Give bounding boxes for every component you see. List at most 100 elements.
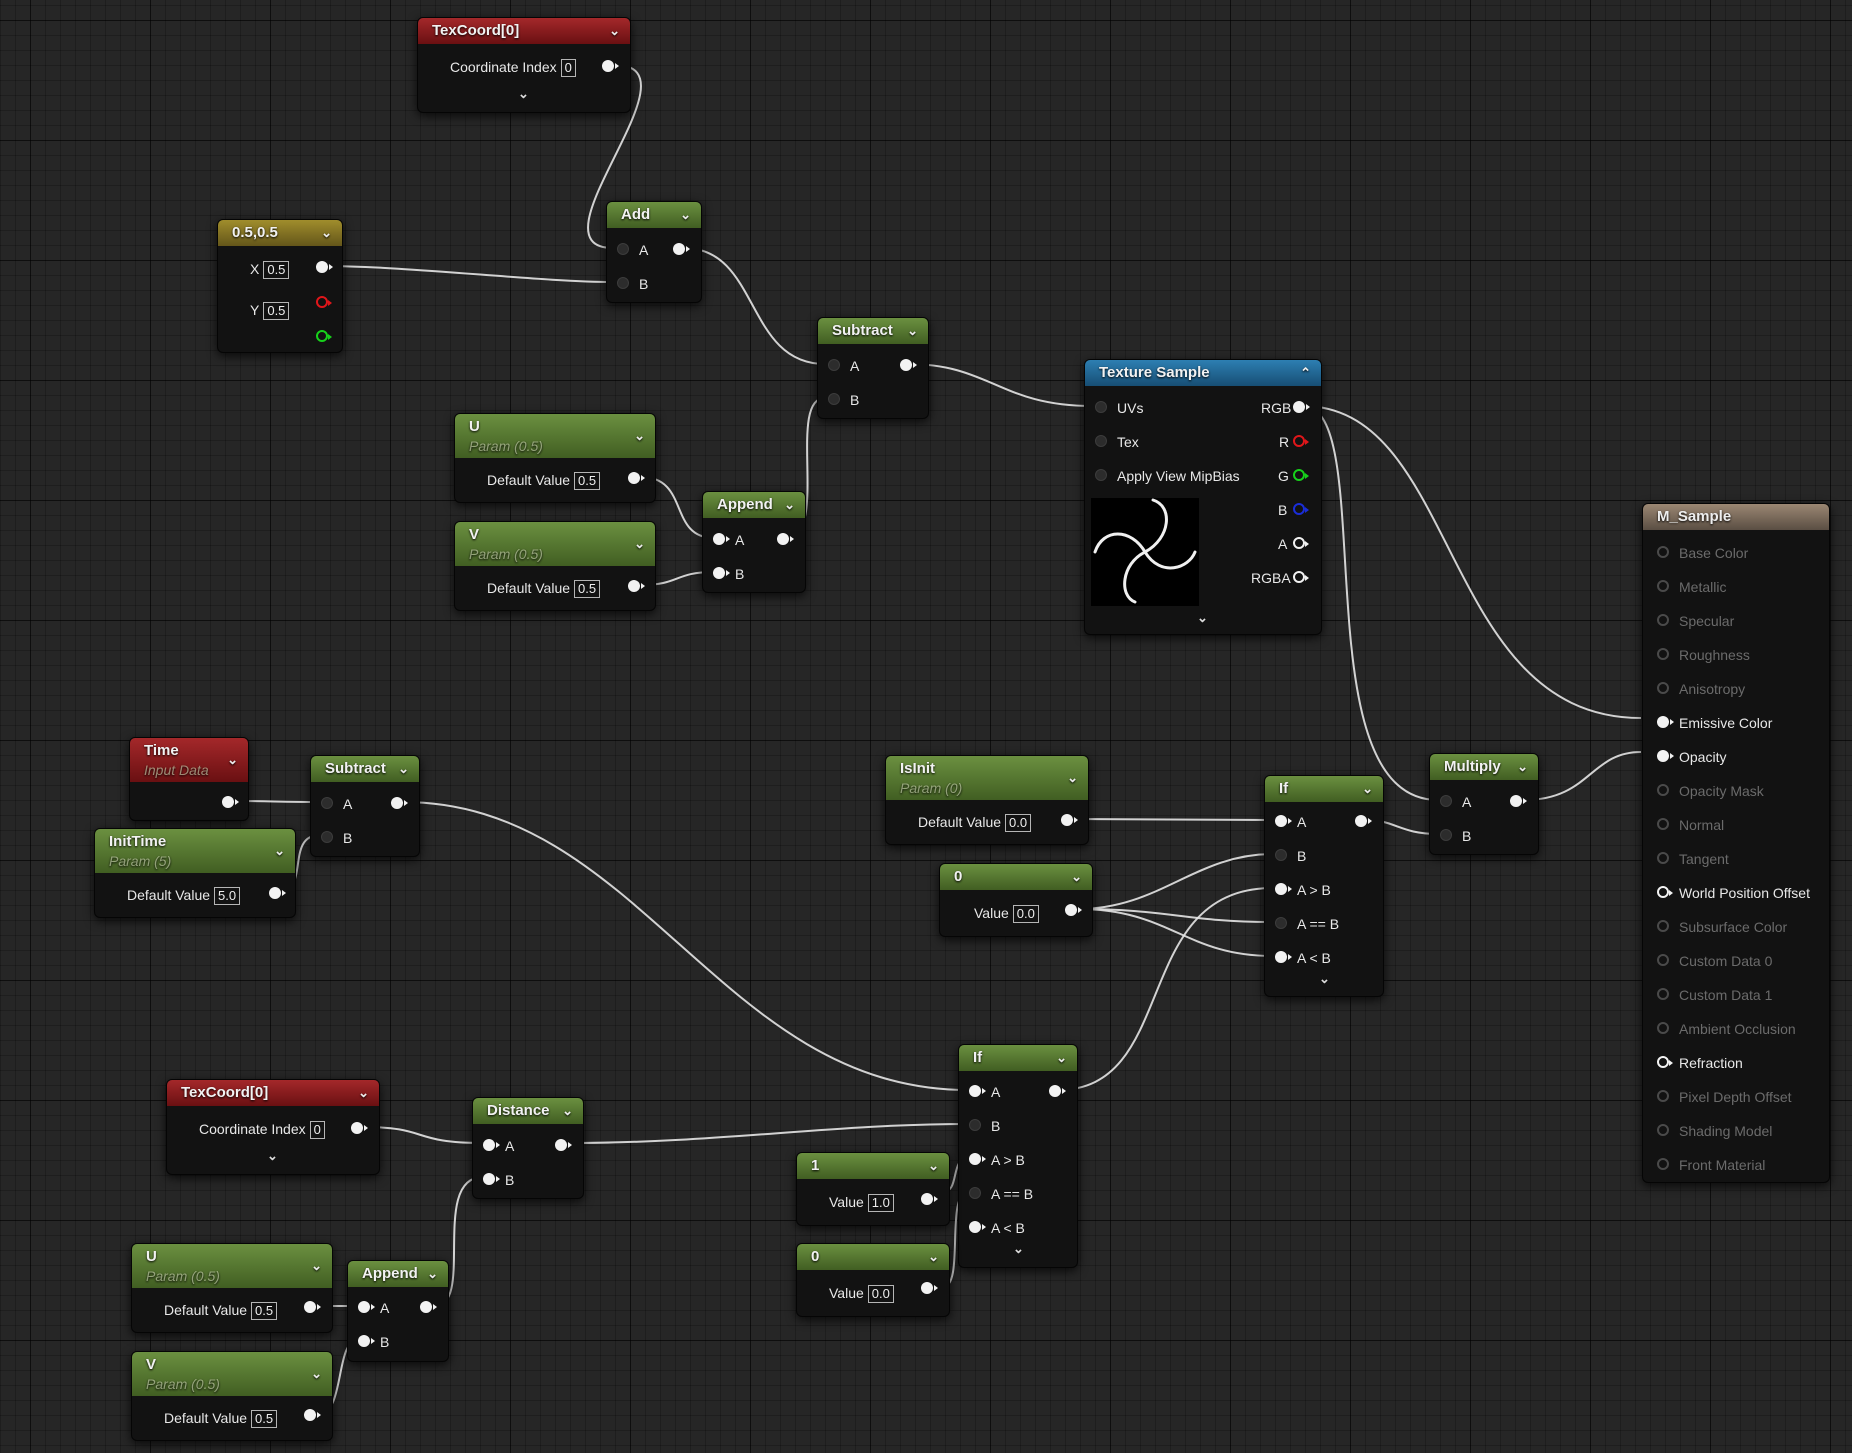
chevron-down-icon[interactable]: ⌄ [1319, 971, 1330, 986]
material-input-pin[interactable] [1657, 954, 1669, 966]
node-header[interactable]: 0.5,0.5⌄ [218, 220, 342, 246]
output-pin-a[interactable] [1293, 537, 1309, 549]
chevron-down-icon[interactable]: ⌄ [1067, 770, 1078, 785]
input-pin-a-eq-b[interactable] [1275, 917, 1287, 929]
input-pin-tex[interactable] [1095, 435, 1107, 447]
chevron-down-icon[interactable]: ⌄ [562, 1103, 573, 1118]
output-pin[interactable] [628, 580, 645, 592]
chevron-down-icon[interactable]: ⌄ [784, 497, 795, 512]
chevron-down-icon[interactable]: ⌄ [398, 761, 409, 776]
input-pin-b[interactable] [483, 1173, 500, 1185]
default-value-field[interactable]: 0.5 [574, 472, 601, 490]
chevron-down-icon[interactable]: ⌄ [274, 843, 285, 858]
chevron-down-icon[interactable]: ⌄ [1056, 1050, 1067, 1065]
output-pin[interactable] [921, 1282, 938, 1294]
output-pin[interactable] [269, 887, 286, 899]
input-pin-b[interactable] [969, 1119, 981, 1131]
material-input-pin[interactable] [1657, 818, 1669, 830]
chevron-down-icon[interactable]: ⌄ [311, 1366, 322, 1381]
chevron-down-icon[interactable]: ⌄ [634, 428, 645, 443]
texture-sample-node[interactable]: Texture Sample⌃ UVs Tex Apply View MipBi… [1084, 359, 1322, 635]
material-input-pin[interactable] [1657, 546, 1669, 558]
material-input-pin[interactable] [1657, 648, 1669, 660]
material-input-pin[interactable] [1657, 682, 1669, 694]
input-pin-a-lt-b[interactable] [1275, 951, 1292, 963]
chevron-up-icon[interactable]: ⌃ [1300, 365, 1311, 380]
if-node-bottom[interactable]: If⌄ A B A > B A == B A < B ⌄ [958, 1044, 1078, 1268]
value-field[interactable]: 0.0 [867, 1285, 894, 1303]
chevron-down-icon[interactable]: ⌄ [680, 207, 691, 222]
material-input-pin[interactable] [1657, 750, 1674, 762]
default-value-field[interactable]: 0.0 [1005, 814, 1032, 832]
input-pin-a[interactable] [483, 1139, 500, 1151]
material-input-pin[interactable] [1657, 988, 1669, 1000]
chevron-down-icon[interactable]: ⌄ [518, 86, 529, 101]
chevron-down-icon[interactable]: ⌄ [1517, 759, 1528, 774]
chevron-down-icon[interactable]: ⌄ [928, 1249, 939, 1264]
default-value-field[interactable]: 0.5 [574, 580, 601, 598]
output-pin-rgb[interactable] [1293, 401, 1310, 413]
chevron-down-icon[interactable]: ⌄ [634, 536, 645, 551]
coordinate-index-field[interactable]: 0 [560, 59, 576, 77]
node-header[interactable]: Subtract⌄ [311, 756, 419, 782]
input-pin-b[interactable] [1275, 849, 1287, 861]
chevron-down-icon[interactable]: ⌄ [609, 23, 620, 38]
material-input-pin[interactable] [1657, 1090, 1669, 1102]
node-header[interactable]: 1⌄ [797, 1153, 949, 1179]
material-input-pin[interactable] [1657, 784, 1669, 796]
material-input-pin[interactable] [1657, 1158, 1669, 1170]
default-value-field[interactable]: 5.0 [214, 887, 241, 905]
input-pin-b[interactable] [358, 1335, 375, 1347]
material-input-pin[interactable] [1657, 886, 1673, 898]
chevron-down-icon[interactable]: ⌄ [321, 225, 332, 240]
input-pin-a-gt-b[interactable] [1275, 883, 1292, 895]
output-pin[interactable] [555, 1139, 572, 1151]
default-value-field[interactable]: 0.5 [251, 1302, 278, 1320]
output-pin[interactable] [900, 359, 917, 371]
output-pin-green[interactable] [316, 330, 332, 342]
node-header[interactable]: Texture Sample⌃ [1085, 360, 1321, 386]
append-node-top[interactable]: Append⌄ A B [702, 491, 806, 593]
output-pin[interactable] [628, 472, 645, 484]
input-pin-a[interactable] [1275, 815, 1292, 827]
output-pin[interactable] [222, 796, 239, 808]
input-pin-a[interactable] [617, 243, 629, 255]
chevron-down-icon[interactable]: ⌄ [1071, 869, 1082, 884]
node-header[interactable]: Add⌄ [607, 202, 701, 228]
value-field[interactable]: 1.0 [867, 1194, 894, 1212]
chevron-down-icon[interactable]: ⌄ [907, 323, 918, 338]
input-pin-a[interactable] [1440, 795, 1452, 807]
chevron-down-icon[interactable]: ⌄ [227, 752, 238, 767]
output-pin[interactable] [1510, 795, 1527, 807]
if-node-top[interactable]: If⌄ A B A > B A == B A < B ⌄ [1264, 775, 1384, 997]
chevron-down-icon[interactable]: ⌄ [311, 1258, 322, 1273]
multiply-node[interactable]: Multiply⌄ A B [1429, 753, 1539, 855]
node-header[interactable]: TexCoord[0]⌄ [167, 1080, 379, 1106]
material-input-pin[interactable] [1657, 852, 1669, 864]
material-input-pin[interactable] [1657, 614, 1669, 626]
chevron-down-icon[interactable]: ⌄ [427, 1266, 438, 1281]
input-pin-b[interactable] [1440, 829, 1452, 841]
material-input-pin[interactable] [1657, 716, 1674, 728]
chevron-down-icon[interactable]: ⌄ [267, 1148, 278, 1163]
node-header[interactable]: 0⌄ [940, 864, 1092, 890]
material-input-pin[interactable] [1657, 920, 1669, 932]
input-pin-a-gt-b[interactable] [969, 1153, 986, 1165]
material-input-pin[interactable] [1657, 580, 1669, 592]
input-pin-b[interactable] [828, 393, 840, 405]
x-value-field[interactable]: 0.5 [263, 261, 290, 279]
input-pin-b[interactable] [321, 831, 333, 843]
output-pin[interactable] [1355, 815, 1372, 827]
material-input-pin[interactable] [1657, 1056, 1673, 1068]
input-pin-mipbias[interactable] [1095, 469, 1107, 481]
